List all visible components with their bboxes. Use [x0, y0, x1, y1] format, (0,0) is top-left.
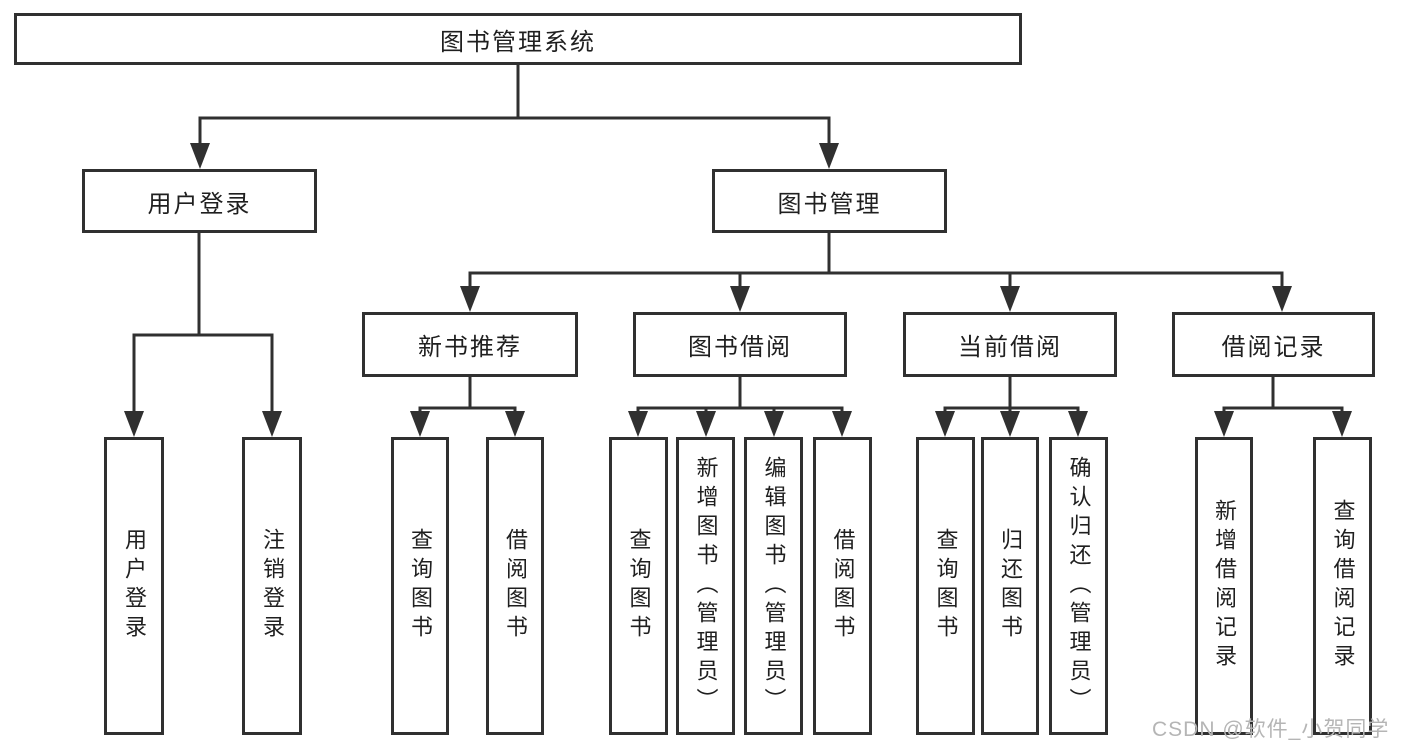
node-leaf-borrow-books-borrowing: 借阅图书 — [813, 437, 872, 735]
node-current-borrowing-label: 当前借阅 — [958, 334, 1062, 361]
node-book-management-label: 图书管理 — [777, 190, 882, 218]
node-leaf-return-book-label: 归还图书 — [998, 528, 1023, 644]
node-new-book-recommend: 新书推荐 — [362, 312, 578, 377]
node-borrowing-records: 借阅记录 — [1172, 312, 1375, 377]
node-leaf-query-books-borrowing: 查询图书 — [609, 437, 668, 735]
node-leaf-user-login: 用户登录 — [104, 437, 164, 735]
node-leaf-borrow-books-recommend: 借阅图书 — [486, 437, 544, 735]
node-user-login: 用户登录 — [82, 169, 317, 233]
node-book-borrowing-label: 图书借阅 — [688, 334, 792, 361]
node-leaf-confirm-return-admin: 确认归还（管理员） — [1049, 437, 1108, 735]
node-leaf-edit-book-admin-label: 编辑图书（管理员） — [761, 455, 787, 717]
node-leaf-query-books-current: 查询图书 — [916, 437, 975, 735]
node-leaf-edit-book-admin: 编辑图书（管理员） — [744, 437, 803, 735]
node-leaf-add-book-admin-label: 新增图书（管理员） — [693, 455, 719, 717]
node-leaf-query-books-recommend-label: 查询图书 — [408, 528, 433, 644]
node-leaf-logout: 注销登录 — [242, 437, 302, 735]
node-book-borrowing: 图书借阅 — [633, 312, 847, 377]
node-leaf-user-login-label: 用户登录 — [122, 528, 147, 644]
edge-book-borrowing-to-leaves — [628, 375, 852, 437]
node-leaf-query-books-recommend: 查询图书 — [391, 437, 449, 735]
node-leaf-borrow-books-recommend-label: 借阅图书 — [503, 528, 528, 644]
node-leaf-borrow-books-borrowing-label: 借阅图书 — [830, 528, 856, 644]
node-leaf-add-borrow-record: 新增借阅记录 — [1195, 437, 1253, 735]
edge-user-login-to-leaves — [124, 231, 282, 437]
edge-current-borrowing-to-leaves — [935, 375, 1088, 437]
node-leaf-query-books-current-label: 查询图书 — [933, 528, 959, 644]
node-borrowing-records-label: 借阅记录 — [1221, 334, 1326, 361]
node-leaf-query-books-borrowing-label: 查询图书 — [626, 528, 652, 644]
node-leaf-add-book-admin: 新增图书（管理员） — [676, 437, 735, 735]
node-system-root-label: 图书管理系统 — [440, 28, 596, 56]
node-system-root: 图书管理系统 — [14, 13, 1022, 65]
edge-root-to-level2 — [190, 63, 839, 169]
node-leaf-query-borrow-record: 查询借阅记录 — [1313, 437, 1372, 735]
node-book-management: 图书管理 — [712, 169, 947, 233]
node-user-login-label: 用户登录 — [147, 190, 252, 218]
edge-new-book-recommend-to-leaves — [410, 375, 525, 437]
node-leaf-return-book: 归还图书 — [981, 437, 1039, 735]
node-leaf-logout-label: 注销登录 — [260, 528, 285, 644]
edge-borrowing-records-to-leaves — [1214, 375, 1352, 437]
node-new-book-recommend-label: 新书推荐 — [418, 334, 522, 361]
node-leaf-confirm-return-admin-label: 确认归还（管理员） — [1066, 455, 1092, 717]
node-leaf-add-borrow-record-label: 新增借阅记录 — [1212, 499, 1237, 673]
node-leaf-query-borrow-record-label: 查询借阅记录 — [1330, 499, 1356, 673]
node-current-borrowing: 当前借阅 — [903, 312, 1117, 377]
edge-book-management-to-level3 — [460, 231, 1292, 312]
watermark: CSDN @软件_小贺同学 — [1152, 718, 1390, 741]
